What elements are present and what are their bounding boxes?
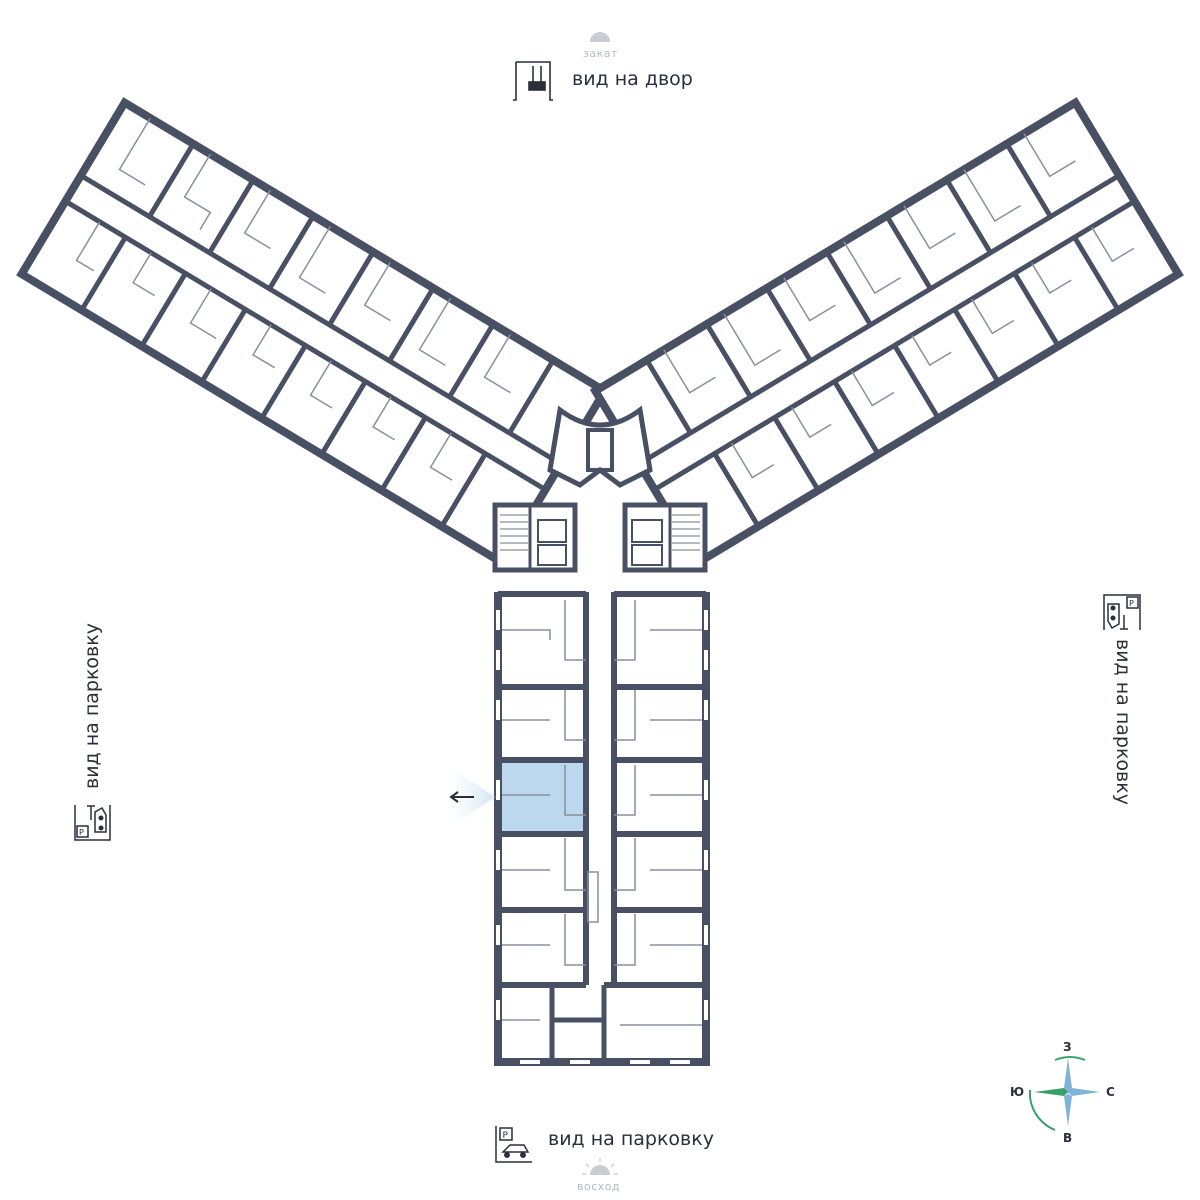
playground-swing-icon <box>513 61 553 101</box>
sunset-icon <box>590 32 610 42</box>
parking-icon: P <box>495 1126 532 1163</box>
compass-top-letter: З <box>1063 1040 1072 1054</box>
central-hub <box>492 405 708 573</box>
selected-apartment[interactable] <box>502 762 584 832</box>
sunset-label: закат <box>583 47 618 60</box>
sunrise-icon <box>582 1158 618 1175</box>
view-label-left: вид на парковку <box>81 623 103 789</box>
view-label-bottom: вид на парковку <box>548 1128 714 1150</box>
right-wing <box>589 97 1184 568</box>
parking-icon: P <box>1103 594 1141 630</box>
compass-left-letter: Ю <box>1010 1085 1025 1099</box>
left-wing <box>16 97 611 568</box>
view-label-right: вид на парковку <box>1112 639 1134 805</box>
compass-bottom-letter: В <box>1063 1131 1073 1145</box>
sunrise-label: восход <box>577 1180 621 1193</box>
svg-text:P: P <box>79 828 84 837</box>
compass-right-letter: С <box>1106 1085 1115 1099</box>
svg-text:P: P <box>503 1131 509 1141</box>
parking-icon: P <box>74 805 111 841</box>
view-arrow-icon <box>449 791 474 803</box>
south-wing <box>494 591 710 1066</box>
svg-text:P: P <box>1129 599 1134 608</box>
view-label-top: вид на двор <box>572 68 693 90</box>
compass-rose-icon <box>1028 1056 1100 1131</box>
